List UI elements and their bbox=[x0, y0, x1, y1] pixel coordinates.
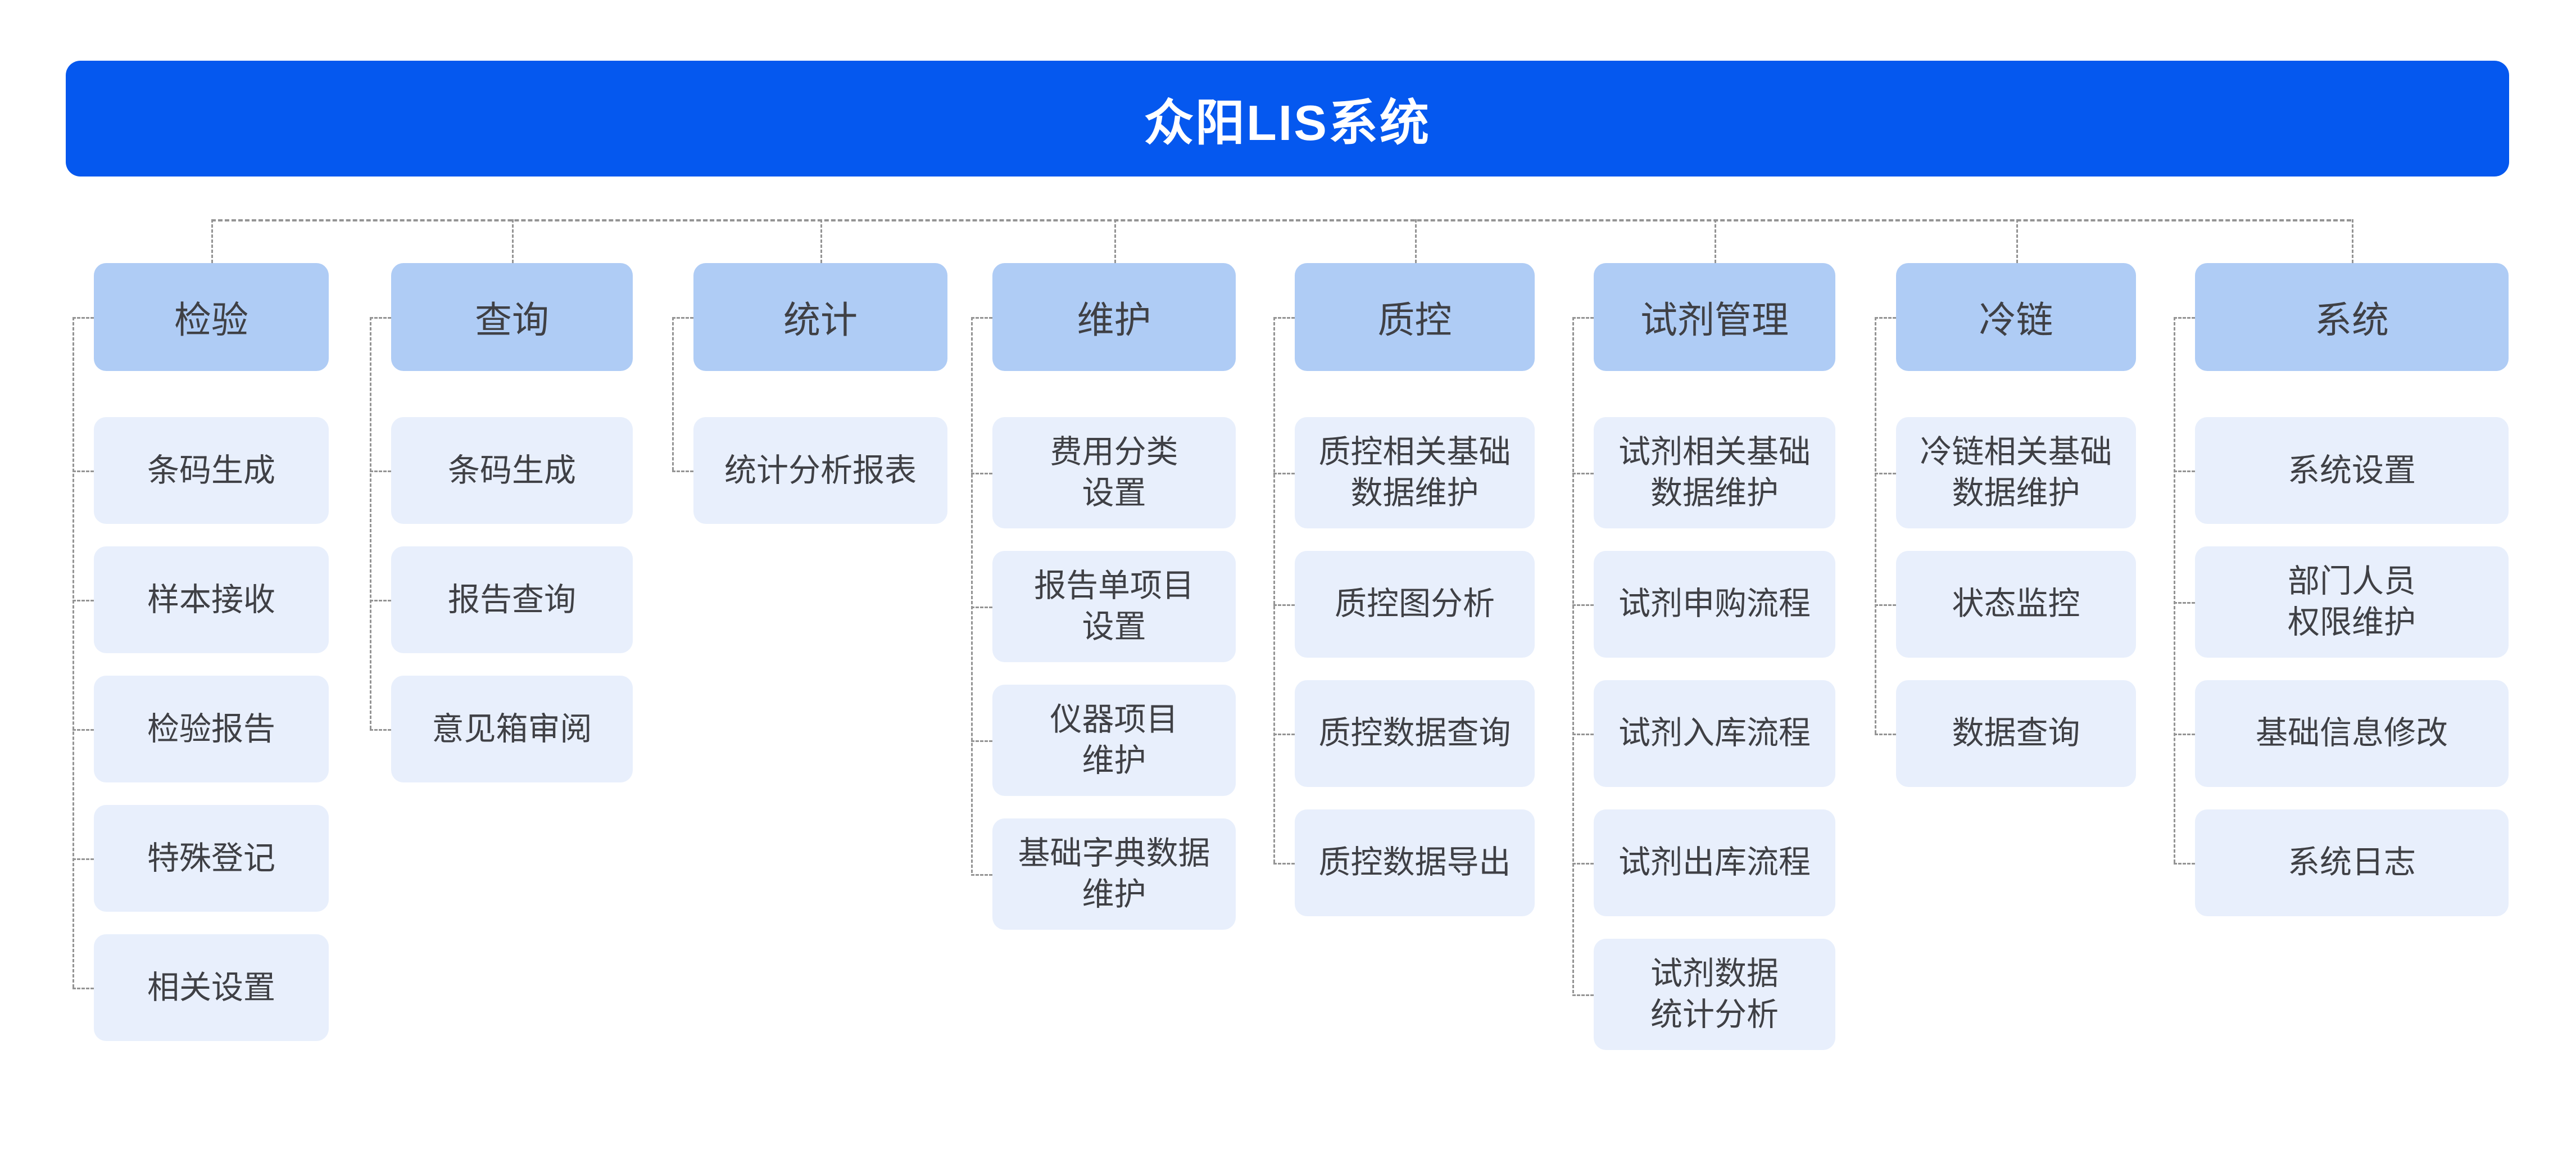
submodule-item: 试剂入库流程 bbox=[1572, 680, 1835, 787]
column-connector-rail bbox=[370, 317, 371, 729]
submodule-item: 仪器项目维护 bbox=[971, 684, 1236, 796]
column-connector-rail bbox=[672, 317, 674, 470]
submodule-label-line: 数据查询 bbox=[1952, 715, 2080, 752]
module-header: 统计 bbox=[672, 219, 947, 371]
module-column-3: 统计统计分析报表 bbox=[672, 219, 947, 524]
submodule-item: 系统日志 bbox=[2174, 809, 2509, 916]
submodule-label-line: 统计分析 bbox=[1650, 996, 1779, 1033]
submodule-label-line: 试剂出库流程 bbox=[1618, 844, 1811, 881]
submodule-item: 试剂相关基础数据维护 bbox=[1572, 417, 1835, 528]
submodule-label-line: 设置 bbox=[1082, 474, 1146, 511]
submodule-label-line: 数据维护 bbox=[1952, 474, 2080, 511]
submodule-label-line: 特殊登记 bbox=[147, 840, 275, 876]
module-header: 检验 bbox=[72, 219, 329, 371]
submodule-item: 状态监控 bbox=[1875, 550, 2136, 658]
submodule-item: 试剂出库流程 bbox=[1572, 809, 1835, 916]
submodule-item: 质控数据导出 bbox=[1273, 809, 1535, 916]
submodule-label-line: 试剂数据 bbox=[1650, 955, 1779, 992]
submodule-label-line: 基础信息修改 bbox=[2256, 715, 2448, 752]
submodule-item: 基础信息修改 bbox=[2174, 680, 2509, 787]
system-title: 众阳LIS系统 bbox=[1144, 94, 1431, 151]
submodule-item: 费用分类设置 bbox=[971, 417, 1236, 528]
submodule-item: 检验报告 bbox=[72, 676, 329, 782]
column-connector-rail bbox=[2174, 317, 2175, 863]
module-header: 质控 bbox=[1273, 219, 1535, 371]
submodule-label-line: 质控相关基础 bbox=[1318, 434, 1511, 470]
submodule-item: 相关设置 bbox=[72, 934, 329, 1041]
submodule-label-line: 条码生成 bbox=[147, 452, 275, 488]
submodule-label-line: 设置 bbox=[1082, 608, 1146, 645]
module-column-5: 质控质控相关基础数据维护质控图分析质控数据查询质控数据导出 bbox=[1273, 219, 1535, 916]
connector-top-line bbox=[211, 219, 2351, 221]
submodule-label-line: 冷链相关基础 bbox=[1920, 434, 2112, 470]
module-column-6: 试剂管理试剂相关基础数据维护试剂申购流程试剂入库流程试剂出库流程试剂数据统计分析 bbox=[1572, 219, 1835, 1050]
submodule-label-line: 试剂相关基础 bbox=[1618, 434, 1811, 470]
submodule-label-line: 维护 bbox=[1082, 876, 1146, 912]
submodule-label-line: 基础字典数据 bbox=[1018, 835, 1210, 871]
submodule-label-line: 费用分类 bbox=[1050, 434, 1178, 470]
submodule-item: 试剂数据统计分析 bbox=[1572, 938, 1835, 1050]
submodule-item: 条码生成 bbox=[370, 417, 633, 524]
submodule-label-line: 试剂入库流程 bbox=[1618, 715, 1811, 752]
submodule-label-line: 试剂申购流程 bbox=[1618, 586, 1811, 622]
submodule-label-line: 质控数据导出 bbox=[1318, 844, 1511, 881]
submodule-label-line: 相关设置 bbox=[147, 969, 275, 1006]
submodule-item: 基础字典数据维护 bbox=[971, 818, 1236, 930]
submodule-label-line: 维护 bbox=[1082, 742, 1146, 779]
submodule-label-line: 检验报告 bbox=[147, 711, 275, 747]
column-connector-rail bbox=[971, 317, 973, 873]
submodule-label-line: 统计分析报表 bbox=[724, 452, 917, 488]
submodule-label-line: 质控数据查询 bbox=[1318, 715, 1511, 752]
submodule-label-line: 部门人员 bbox=[2288, 563, 2416, 599]
submodule-label-line: 数据维护 bbox=[1350, 474, 1479, 511]
module-header: 试剂管理 bbox=[1572, 219, 1835, 371]
module-column-8: 系统系统设置部门人员权限维护基础信息修改系统日志 bbox=[2174, 219, 2509, 916]
submodule-label-line: 报告查询 bbox=[448, 581, 576, 618]
column-connector-rail bbox=[1875, 317, 1876, 734]
submodule-item: 部门人员权限维护 bbox=[2174, 546, 2509, 658]
submodule-item: 试剂申购流程 bbox=[1572, 550, 1835, 658]
module-header: 冷链 bbox=[1875, 219, 2136, 371]
submodule-label-line: 条码生成 bbox=[448, 452, 576, 488]
submodule-item: 特殊登记 bbox=[72, 805, 329, 912]
submodule-item: 质控图分析 bbox=[1273, 550, 1535, 658]
submodule-item: 报告单项目设置 bbox=[971, 550, 1236, 662]
submodule-label-line: 样本接收 bbox=[147, 581, 275, 618]
submodule-label-line: 数据维护 bbox=[1650, 474, 1779, 511]
module-header: 维护 bbox=[971, 219, 1236, 371]
submodule-item: 样本接收 bbox=[72, 546, 329, 653]
submodule-label-line: 意见箱审阅 bbox=[432, 711, 592, 747]
module-column-4: 维护费用分类设置报告单项目设置仪器项目维护基础字典数据维护 bbox=[971, 219, 1236, 930]
submodule-item: 系统设置 bbox=[2174, 417, 2509, 524]
submodule-item: 条码生成 bbox=[72, 417, 329, 524]
module-column-2: 查询条码生成报告查询意见箱审阅 bbox=[370, 219, 633, 782]
submodule-label-line: 权限维护 bbox=[2288, 604, 2416, 640]
submodule-item: 质控相关基础数据维护 bbox=[1273, 417, 1535, 528]
system-title-bar: 众阳LIS系统 bbox=[66, 61, 2509, 177]
submodule-item: 质控数据查询 bbox=[1273, 680, 1535, 787]
submodule-item: 意见箱审阅 bbox=[370, 676, 633, 782]
module-column-7: 冷链冷链相关基础数据维护状态监控数据查询 bbox=[1875, 219, 2136, 787]
submodule-item: 冷链相关基础数据维护 bbox=[1875, 417, 2136, 528]
column-connector-rail bbox=[72, 317, 74, 988]
module-column-1: 检验条码生成样本接收检验报告特殊登记相关设置 bbox=[72, 219, 329, 1041]
submodule-label-line: 仪器项目 bbox=[1050, 701, 1178, 737]
module-header: 系统 bbox=[2174, 219, 2509, 371]
column-connector-rail bbox=[1572, 317, 1574, 993]
submodule-item: 报告查询 bbox=[370, 546, 633, 653]
submodule-label-line: 系统日志 bbox=[2288, 844, 2416, 881]
submodule-label-line: 状态监控 bbox=[1952, 586, 2080, 622]
submodule-item: 统计分析报表 bbox=[672, 417, 947, 524]
submodule-item: 数据查询 bbox=[1875, 680, 2136, 787]
column-connector-rail bbox=[1273, 317, 1275, 863]
module-header: 查询 bbox=[370, 219, 633, 371]
submodule-label-line: 系统设置 bbox=[2288, 452, 2416, 488]
submodule-label-line: 质控图分析 bbox=[1335, 586, 1495, 622]
submodule-label-line: 报告单项目 bbox=[1034, 567, 1194, 604]
